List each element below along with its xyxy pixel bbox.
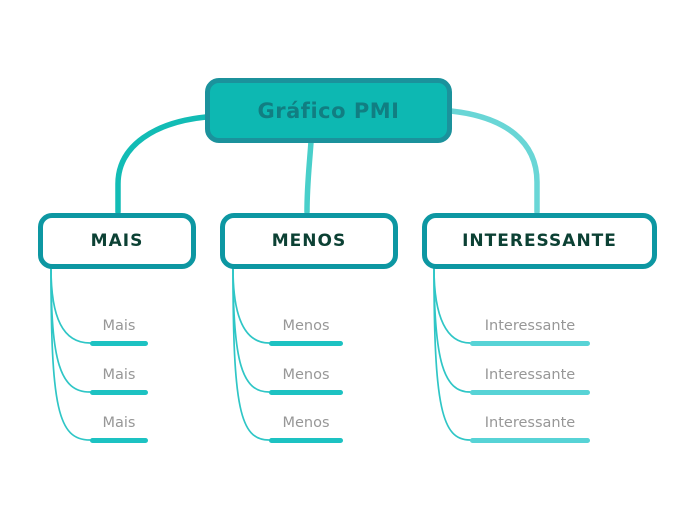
branch-node-mais-label: MAIS: [90, 231, 144, 251]
connector-root-to-mais: [115, 114, 209, 215]
leaf-node-menos-2[interactable]: Menos: [282, 367, 330, 383]
leaf-underline-interessante-3[interactable]: [470, 438, 590, 443]
branch-node-mais[interactable]: MAIS: [38, 213, 196, 269]
leaf-underline-mais-1[interactable]: [90, 341, 148, 346]
root-node-grafico-pmi[interactable]: Gráfico PMI: [205, 78, 452, 143]
leaf-node-mais-3[interactable]: Mais: [102, 415, 136, 431]
branch-node-interessante-label: INTERESSANTE: [462, 231, 617, 251]
branch-node-menos-label: MENOS: [271, 231, 347, 251]
leaf-node-interessante-3[interactable]: Interessante: [484, 415, 576, 431]
leaf-underline-mais-3[interactable]: [90, 438, 148, 443]
leaf-underline-interessante-2[interactable]: [470, 390, 590, 395]
leaf-node-mais-1[interactable]: Mais: [102, 318, 136, 334]
connector-root-to-menos: [304, 139, 314, 215]
leaf-node-mais-2[interactable]: Mais: [102, 367, 136, 383]
connector-root-to-interessante: [448, 108, 540, 215]
branch-node-interessante[interactable]: INTERESSANTE: [422, 213, 657, 269]
leaf-underline-menos-3[interactable]: [269, 438, 343, 443]
branch-node-menos[interactable]: MENOS: [220, 213, 398, 269]
leaf-underline-mais-2[interactable]: [90, 390, 148, 395]
root-node-label: Gráfico PMI: [257, 98, 400, 123]
leaf-underline-interessante-1[interactable]: [470, 341, 590, 346]
leaf-node-interessante-1[interactable]: Interessante: [484, 318, 576, 334]
leaf-node-menos-3[interactable]: Menos: [282, 415, 330, 431]
leaf-node-menos-1[interactable]: Menos: [282, 318, 330, 334]
leaf-underline-menos-2[interactable]: [269, 390, 343, 395]
leaf-node-interessante-2[interactable]: Interessante: [484, 367, 576, 383]
leaf-underline-menos-1[interactable]: [269, 341, 343, 346]
